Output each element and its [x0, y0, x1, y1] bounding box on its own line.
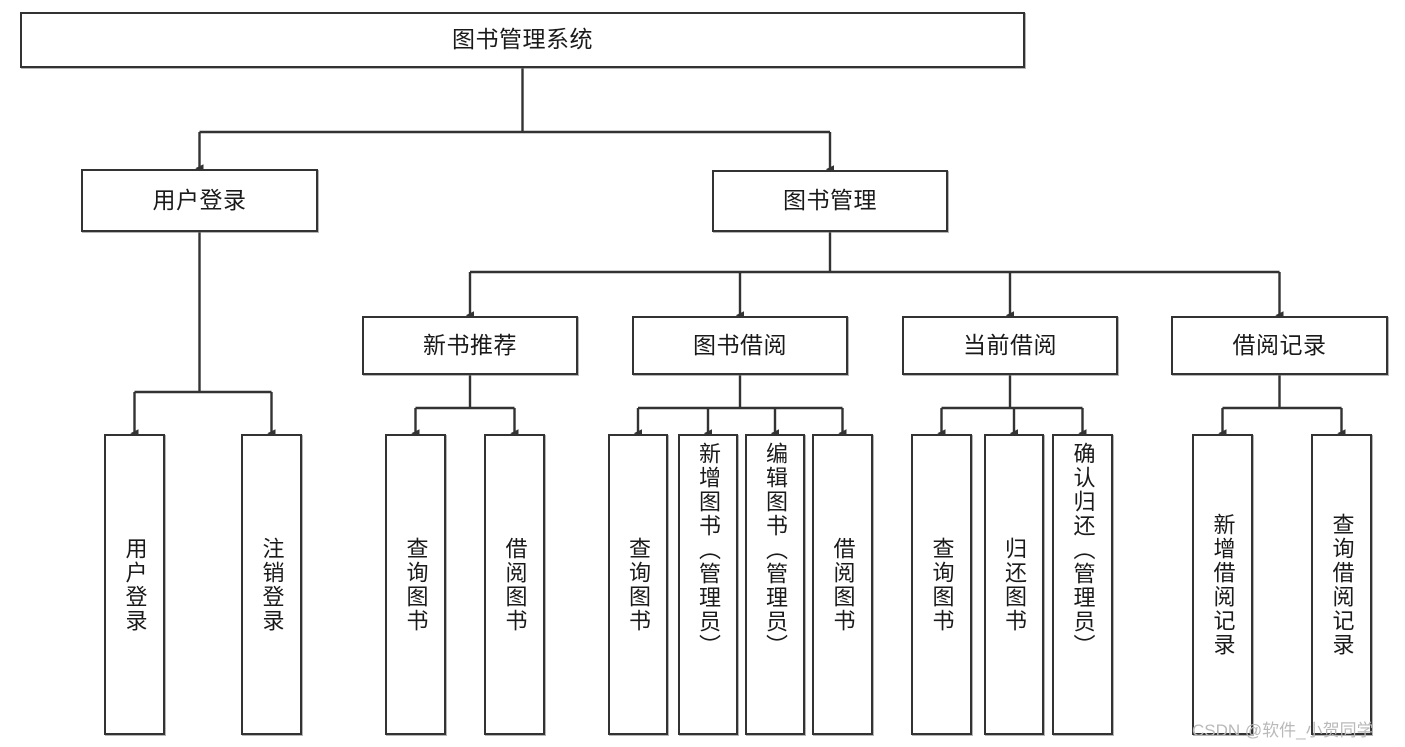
- node-label-leaf-user-login: 用户登录: [122, 536, 148, 633]
- node-leaf-query-book-3[interactable]: 查询图书: [911, 434, 972, 735]
- node-label-leaf-logout: 注销登录: [259, 536, 285, 633]
- node-label-borrow-record: 借阅记录: [1232, 331, 1327, 358]
- node-leaf-query-book-2[interactable]: 查询图书: [608, 434, 668, 735]
- node-label-current-borrow: 当前借阅: [963, 331, 1057, 358]
- node-label-leaf-borrow-book-1: 借阅图书: [502, 536, 528, 633]
- node-leaf-add-record[interactable]: 新增借阅记录: [1192, 434, 1253, 735]
- node-label-leaf-return-book: 归还图书: [1002, 536, 1027, 633]
- node-leaf-borrow-book-2[interactable]: 借阅图书: [812, 434, 873, 735]
- node-label-leaf-add-book: 新增图书（管理员）: [696, 442, 721, 658]
- node-label-leaf-confirm-return: 确认归还（管理员）: [1070, 442, 1096, 658]
- node-label-leaf-query-record: 查询借阅记录: [1329, 512, 1355, 657]
- node-leaf-logout[interactable]: 注销登录: [241, 434, 302, 735]
- node-new-book-rec[interactable]: 新书推荐: [362, 316, 578, 375]
- node-book-manage[interactable]: 图书管理: [712, 170, 948, 232]
- node-current-borrow[interactable]: 当前借阅: [902, 316, 1118, 375]
- node-leaf-query-record[interactable]: 查询借阅记录: [1311, 434, 1372, 735]
- node-leaf-user-login[interactable]: 用户登录: [104, 434, 165, 735]
- node-label-book-manage: 图书管理: [783, 187, 877, 214]
- node-book-borrow[interactable]: 图书借阅: [632, 316, 848, 375]
- node-label-leaf-query-book-3: 查询图书: [929, 536, 955, 633]
- node-leaf-return-book[interactable]: 归还图书: [984, 434, 1044, 735]
- node-root[interactable]: 图书管理系统: [20, 12, 1025, 68]
- node-label-book-borrow: 图书借阅: [693, 331, 787, 358]
- node-leaf-borrow-book-1[interactable]: 借阅图书: [484, 434, 545, 735]
- node-leaf-add-book[interactable]: 新增图书（管理员）: [678, 434, 738, 735]
- node-label-leaf-borrow-book-2: 借阅图书: [830, 536, 856, 633]
- node-label-new-book-rec: 新书推荐: [423, 331, 517, 358]
- node-label-root: 图书管理系统: [452, 26, 593, 53]
- node-leaf-query-book-1[interactable]: 查询图书: [385, 434, 446, 735]
- node-label-leaf-query-book-1: 查询图书: [403, 536, 429, 633]
- node-label-leaf-add-record: 新增借阅记录: [1210, 512, 1236, 657]
- node-borrow-record[interactable]: 借阅记录: [1171, 316, 1388, 375]
- node-label-leaf-edit-book: 编辑图书（管理员）: [763, 442, 788, 658]
- node-leaf-edit-book[interactable]: 编辑图书（管理员）: [745, 434, 805, 735]
- node-user-login[interactable]: 用户登录: [81, 169, 318, 232]
- node-label-leaf-query-book-2: 查询图书: [626, 536, 651, 633]
- watermark-label: CSDN @软件_小贺同学: [1192, 721, 1374, 740]
- node-leaf-confirm-return[interactable]: 确认归还（管理员）: [1052, 434, 1113, 735]
- node-label-user-login: 用户登录: [152, 186, 247, 213]
